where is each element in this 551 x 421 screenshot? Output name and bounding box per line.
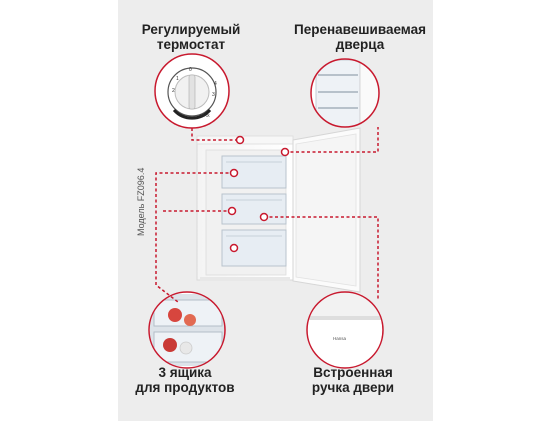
callout-markers <box>227 135 290 253</box>
dial-knob <box>188 74 196 110</box>
dial-mark: 3 <box>212 92 215 98</box>
callout-lines <box>155 127 379 303</box>
callout-drawers-label: 3 ящика для продуктов <box>135 365 235 395</box>
handle-brand-text: Hansa <box>333 336 347 341</box>
dial-mark: 1 <box>176 76 179 82</box>
callout-door-label: Перенавешиваемая дверца <box>294 22 426 52</box>
thermostat-inset <box>154 53 230 129</box>
callout-handle-label: Встроенная ручка двери <box>311 365 395 395</box>
dial-mark: 4 <box>214 81 217 87</box>
freezer-door <box>292 127 361 293</box>
drawers-inset <box>148 291 226 369</box>
callout-thermostat-label: Регулируемый термостат <box>141 22 241 52</box>
dial-mark: MAX <box>200 113 210 118</box>
handle-inset <box>306 291 384 369</box>
door-inset <box>310 58 380 128</box>
dial-mark: 0 <box>189 67 192 73</box>
freezer-body <box>196 135 294 281</box>
dial-mark: 2 <box>172 88 175 94</box>
